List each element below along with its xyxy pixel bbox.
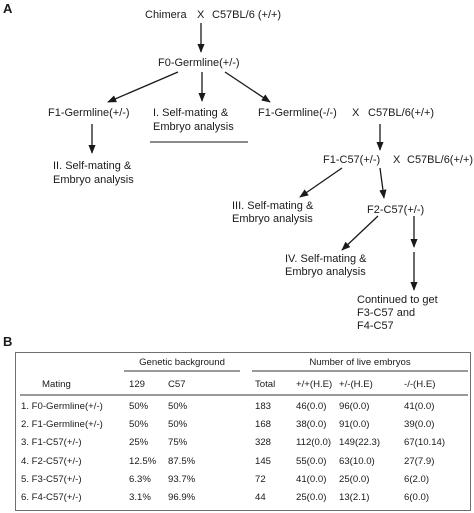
table-cell-het: 96(0.0) [339,401,370,412]
table-cell-ko: 67(10.14) [404,437,446,449]
row-mating-label: 1. F0-Germline(+/-) [21,401,103,412]
col-header-wt: +/+(H.E) [296,379,333,390]
col-header-mating: Mating [42,379,71,390]
table-cell-total: 145 [255,455,272,467]
panel-label-b: B [3,334,13,349]
step3-line2: Embryo analysis [232,213,313,225]
table-cell-wt: 38(0.0) [296,419,327,431]
table-cell-het: 25(0.0) [339,473,370,485]
table-cell-bg-c57: 50% [168,419,188,431]
c57-strain-2: C57BL/6(+/+) [368,107,435,119]
arrow-f0-to-f1-left [107,71,179,103]
table-cell-bg-129: 25% [129,437,149,449]
col-header-total: Total [255,379,276,390]
row-mating-label: 3. F1-C57(+/-) [21,437,82,449]
chimera-label: Chimera [145,9,187,21]
step4-line2: Embryo analysis [285,266,366,278]
table-cell-bg-129: 3.1% [129,492,151,503]
table-cell-het: 63(10.0) [339,455,375,467]
table-cell-ko: 6(0.0) [404,492,430,503]
table-cell-ko: 6(2.0) [404,473,430,485]
table-cell-ko: 27(7.9) [404,455,435,467]
panel-label-a: A [3,1,13,16]
table-cell-wt: 55(0.0) [296,455,327,467]
col-header-bg-c57: C57 [168,379,186,390]
row-mating-label: 2. F1-Germline(+/-) [21,419,103,431]
table-cell-bg-c57: 87.5% [168,455,196,467]
step1-line2: Embryo analysis [153,121,234,133]
cross-symbol-2: X [352,107,360,119]
continue-line2: F3-C57 and [357,307,416,319]
row-mating-label: 6. F4-C57(+/-) [21,492,82,503]
table-cell-bg-129: 50% [129,401,149,412]
f1-germline-right: F1-Germline(-/-) [258,107,337,119]
col-header-ko: -/-(H.E) [404,379,436,390]
c57-strain-1: C57BL/6 (+/+) [212,9,282,21]
step1-line1: I. Self-mating & [153,107,229,119]
table-cell-wt: 46(0.0) [296,401,327,412]
table-cell-wt: 41(0.0) [296,473,327,485]
table-cell-het: 91(0.0) [339,419,370,431]
table-cell-bg-c57: 93.7% [168,473,196,485]
step2-line1: II. Self-mating & [53,160,132,172]
table-cell-total: 183 [255,401,272,412]
row-mating-label: 5. F3-C57(+/-) [21,473,82,485]
c57-strain-3: C57BL/6(+/+) [407,154,474,166]
table-cell-bg-c57: 75% [168,437,188,449]
flow-arrows [88,23,418,291]
table-cell-total: 44 [255,492,266,503]
group-header-genetic: Genetic background [139,357,225,368]
table-cell-total: 72 [255,473,266,485]
arrow-f0-to-f1-right [224,71,271,103]
table-cell-ko: 39(0.0) [404,419,435,431]
continue-line1: Continued to get [357,294,438,306]
cross-symbol-1: X [197,9,205,21]
table-cell-het: 149(22.3) [339,437,381,449]
table-cell-bg-c57: 50% [168,401,188,412]
col-header-bg-129: 129 [129,379,146,390]
arrow-f1c57-to-f2c57 [379,167,387,199]
table-cell-bg-129: 6.3% [129,473,151,485]
table-cell-ko: 41(0.0) [404,401,435,412]
f2-c57: F2-C57(+/-) [367,204,425,216]
table-cell-bg-129: 12.5% [129,455,157,467]
table-cell-bg-c57: 96.9% [168,492,196,503]
table-cell-total: 168 [255,419,272,431]
table-cell-bg-129: 50% [129,419,149,431]
step2-line2: Embryo analysis [53,174,134,186]
table-cell-wt: 112(0.0) [296,437,332,449]
table-cell-het: 13(2.1) [339,492,370,503]
step4-line1: IV. Self-mating & [285,253,367,265]
arrow-f1c57-to-step3 [299,167,343,198]
row-mating-label: 4. F2-C57(+/-) [21,455,82,467]
table-cell-total: 328 [255,437,272,449]
table-cell-wt: 25(0.0) [296,492,327,503]
continue-line3: F4-C57 [357,320,394,332]
f1-c57: F1-C57(+/-) [323,154,381,166]
group-header-live-embryos: Number of live embryos [309,357,411,368]
f0-germline: F0-Germline(+/-) [158,57,240,69]
table-border [15,352,471,511]
col-header-het: +/-(H.E) [339,379,373,390]
step3-line1: III. Self-mating & [232,200,314,212]
cross-symbol-3: X [393,154,401,166]
arrow-f2c57-to-step4 [341,215,379,251]
f1-germline-left: F1-Germline(+/-) [48,107,130,119]
